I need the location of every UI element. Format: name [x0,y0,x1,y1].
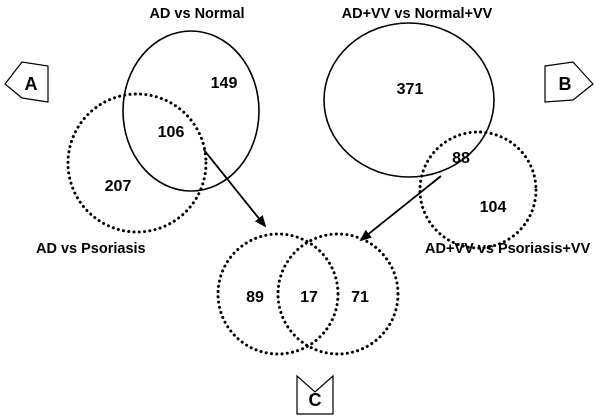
panel-a-count-normal-only: 149 [211,75,238,92]
panel-c-badge: C [296,374,334,415]
panel-b: AD+VV vs Normal+VV 371 88 104 AD+VV vs P… [323,6,594,257]
panel-a: AD vs Normal 149 106 207 AD vs Psoriasis… [4,6,260,257]
panel-a-badge-shape [4,61,49,103]
panel-a-count-overlap: 106 [158,124,185,141]
panel-b-count-overlap: 88 [452,150,470,167]
panel-c-circle-left [216,232,340,356]
panel-c: 89 17 71 C [216,232,400,415]
panel-c-count-left-only: 89 [246,289,264,306]
panel-b-count-psoriasis-only: 104 [480,199,507,216]
panel-a-count-psoriasis-only: 207 [105,178,132,195]
panel-a-circle-ad-vs-normal [122,30,260,192]
arrow-b-to-c [359,175,442,242]
panel-b-circle-psoriasis-vv [418,130,538,250]
arrow-a-to-c [203,149,267,228]
panel-a-title-top: AD vs Normal [149,6,244,22]
panel-b-title-top: AD+VV vs Normal+VV [342,6,493,22]
panel-a-title-bottom: AD vs Psoriasis [36,241,146,257]
panel-a-badge: A [4,61,49,103]
panel-c-count-right-only: 71 [351,289,369,306]
panel-b-circle-normal-vv [323,22,495,178]
panel-a-circle-ad-vs-psoriasis [66,92,208,234]
panel-b-title-bottom: AD+VV vs Psoriasis+VV [425,241,591,257]
panel-b-count-normal-only: 371 [397,81,424,98]
panel-c-circle-right [276,232,400,356]
panel-b-badge-letter: B [559,74,572,94]
panel-c-count-overlap: 17 [300,289,318,306]
panel-a-badge-letter: A [25,74,38,94]
panel-c-badge-letter: C [309,390,322,410]
panel-c-badge-shape [296,374,334,415]
panel-b-badge: B [544,61,594,103]
panel-b-badge-shape [544,61,594,103]
